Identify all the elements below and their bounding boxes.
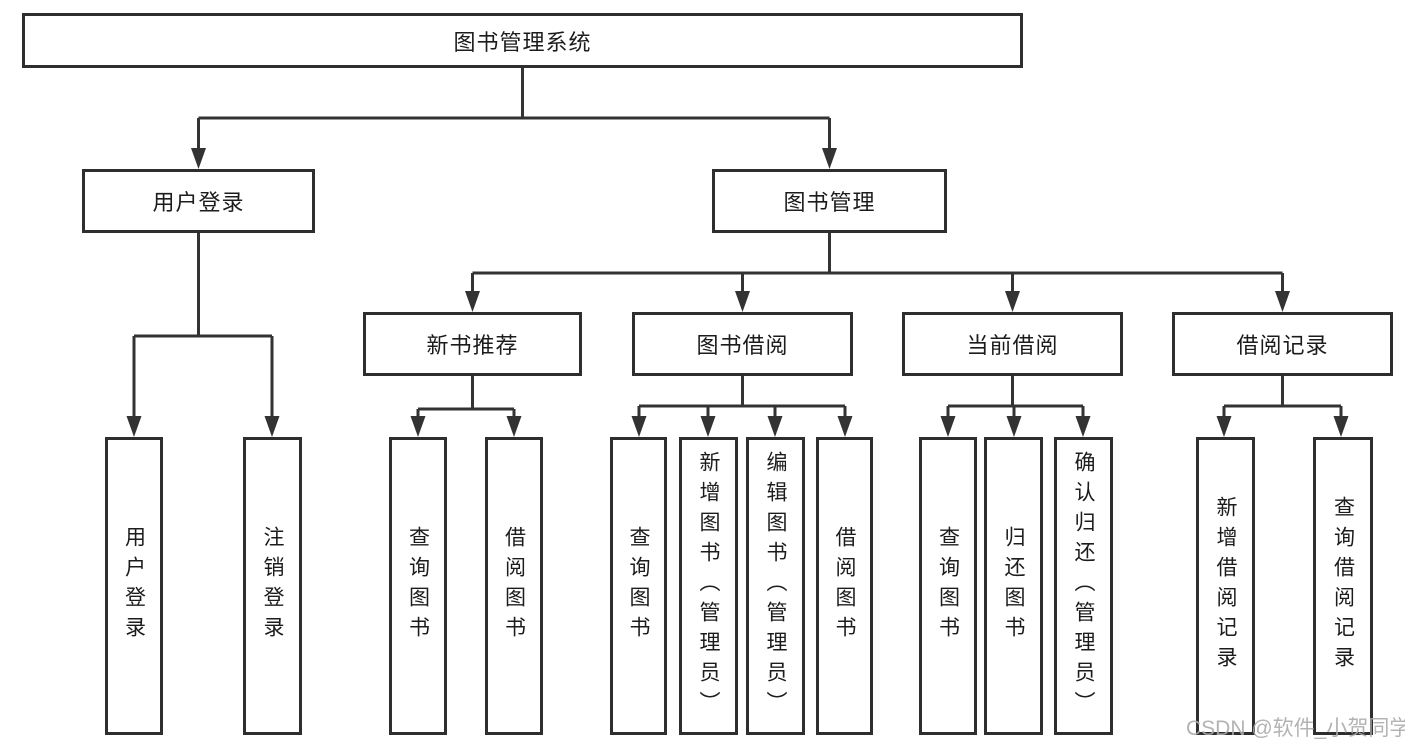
leaf-logout: 注销登录 <box>243 437 302 735</box>
leaf-label: 注销登录 <box>261 526 284 646</box>
node-label: 图书管理 <box>783 190 876 215</box>
node-user-login: 用户登录 <box>82 169 315 233</box>
leaf-label: 借阅图书 <box>833 526 856 646</box>
node-label: 图书管理系统 <box>453 29 592 55</box>
leaf-borrow-books: 借阅图书 <box>816 437 873 735</box>
node-borrowing-records: 借阅记录 <box>1172 312 1393 376</box>
leaf-add-borrowing-record: 新增借阅记录 <box>1196 437 1255 735</box>
leaf-confirm-return-admin: 确认归还（管理员） <box>1054 437 1113 735</box>
connector-user-login-to-leaves <box>126 233 280 437</box>
node-book-management: 图书管理 <box>712 169 947 233</box>
leaf-label: 归还图书 <box>1002 526 1025 646</box>
leaf-query-borrowing-record: 查询借阅记录 <box>1313 437 1373 735</box>
leaf-label: 新增图书（管理员） <box>697 451 720 721</box>
node-label: 图书借阅 <box>696 333 789 358</box>
connector-book-borrow-to-leaves <box>631 376 853 437</box>
connector-borrow-record-to-leaves <box>1216 376 1349 437</box>
node-book-borrowing: 图书借阅 <box>632 312 853 376</box>
leaf-return-books: 归还图书 <box>984 437 1043 735</box>
leaf-add-books-admin: 新增图书（管理员） <box>679 437 738 735</box>
leaf-label: 编辑图书（管理员） <box>764 451 787 721</box>
node-label: 新书推荐 <box>426 333 519 358</box>
leaf-label: 借阅图书 <box>502 526 526 646</box>
leaf-label: 用户登录 <box>122 526 146 646</box>
node-label: 当前借阅 <box>966 333 1059 358</box>
connector-current-borrow-to-leaves <box>940 376 1091 437</box>
leaf-query-books: 查询图书 <box>389 437 447 735</box>
node-library-management-system: 图书管理系统 <box>22 13 1023 68</box>
leaf-query-books: 查询图书 <box>919 437 977 735</box>
node-label: 借阅记录 <box>1236 333 1329 358</box>
node-new-book-recommendation: 新书推荐 <box>363 312 582 376</box>
connector-root-to-level2 <box>191 68 837 169</box>
connector-book-mgmt-to-level3 <box>465 233 1290 312</box>
leaf-label: 确认归还（管理员） <box>1072 451 1095 721</box>
node-current-borrowing: 当前借阅 <box>902 312 1123 376</box>
leaf-label: 查询借阅记录 <box>1331 496 1355 676</box>
csdn-watermark: CSDN @软件_小贺同学 <box>1186 717 1405 740</box>
leaf-label: 查询图书 <box>406 526 430 646</box>
leaf-edit-books-admin: 编辑图书（管理员） <box>746 437 805 735</box>
leaf-user-login: 用户登录 <box>105 437 163 735</box>
leaf-label: 查询图书 <box>627 526 650 646</box>
leaf-borrow-books: 借阅图书 <box>485 437 543 735</box>
node-label: 用户登录 <box>152 190 245 215</box>
connector-new-book-rec-to-leaves <box>410 376 522 437</box>
leaf-query-books: 查询图书 <box>610 437 667 735</box>
leaf-label: 新增借阅记录 <box>1214 496 1237 676</box>
leaf-label: 查询图书 <box>936 526 960 646</box>
